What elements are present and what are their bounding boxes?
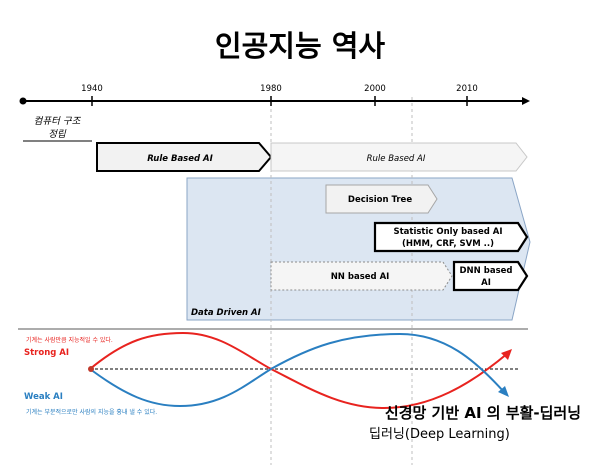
rule-based-early-label: Rule Based AI [147, 154, 213, 164]
strong-ai-curve [89, 331, 509, 410]
dnn-based-arrow [452, 260, 529, 292]
year-label-2010: 2010 [456, 84, 478, 94]
rule-based-late-arrow [270, 142, 528, 172]
weak-ai-caption: 기계는 부분적으로만 사람의 지능을 흉내 낼 수 있다. [26, 408, 157, 416]
footer-headline: 신경망 기반 AI 의 부활-딥러닝 [385, 404, 581, 422]
rule-based-late-label: Rule Based AI [367, 154, 426, 164]
year-label-1940: 1940 [81, 84, 103, 94]
decision-tree-label: Decision Tree [348, 195, 412, 205]
weak-ai-curve [89, 332, 505, 408]
page-title: 인공지능 역사 [215, 29, 385, 63]
nn-based-label: NN based AI [331, 272, 390, 282]
statistic-based-arrow [373, 221, 529, 253]
timeline-origin-dot [19, 97, 27, 105]
strong-ai-caption: 기계는 사람만큼 지능적일 수 있다. [26, 336, 113, 344]
timeline-arrowhead [522, 97, 530, 105]
dnn-based-label-line2: AI [481, 278, 491, 288]
weak-ai-label: Weak AI [24, 392, 63, 402]
statistic-based-label-line1: Statistic Only based AI [393, 227, 502, 237]
wave-origin-dot [88, 366, 94, 372]
year-label-1980: 1980 [260, 84, 282, 94]
decision-tree-arrow [325, 184, 438, 214]
year-label-2000: 2000 [364, 84, 386, 94]
footer-subline: 딥러닝(Deep Learning) [369, 427, 510, 442]
rule-based-early-arrow [96, 142, 273, 172]
data-driven-label: Data Driven AI [191, 308, 261, 318]
dnn-based-label-line1: DNN based [460, 266, 513, 276]
statistic-based-label-line2: (HMM, CRF, SVM ..) [402, 239, 494, 249]
origin-label-line1: 컴퓨터 구조 [34, 116, 82, 127]
nn-based-arrow [270, 261, 453, 291]
strong-ai-arrowhead [501, 349, 512, 360]
strong-ai-label: Strong AI [24, 348, 69, 358]
weak-ai-arrowhead [498, 386, 509, 397]
origin-label-line2: 정립 [48, 129, 67, 140]
